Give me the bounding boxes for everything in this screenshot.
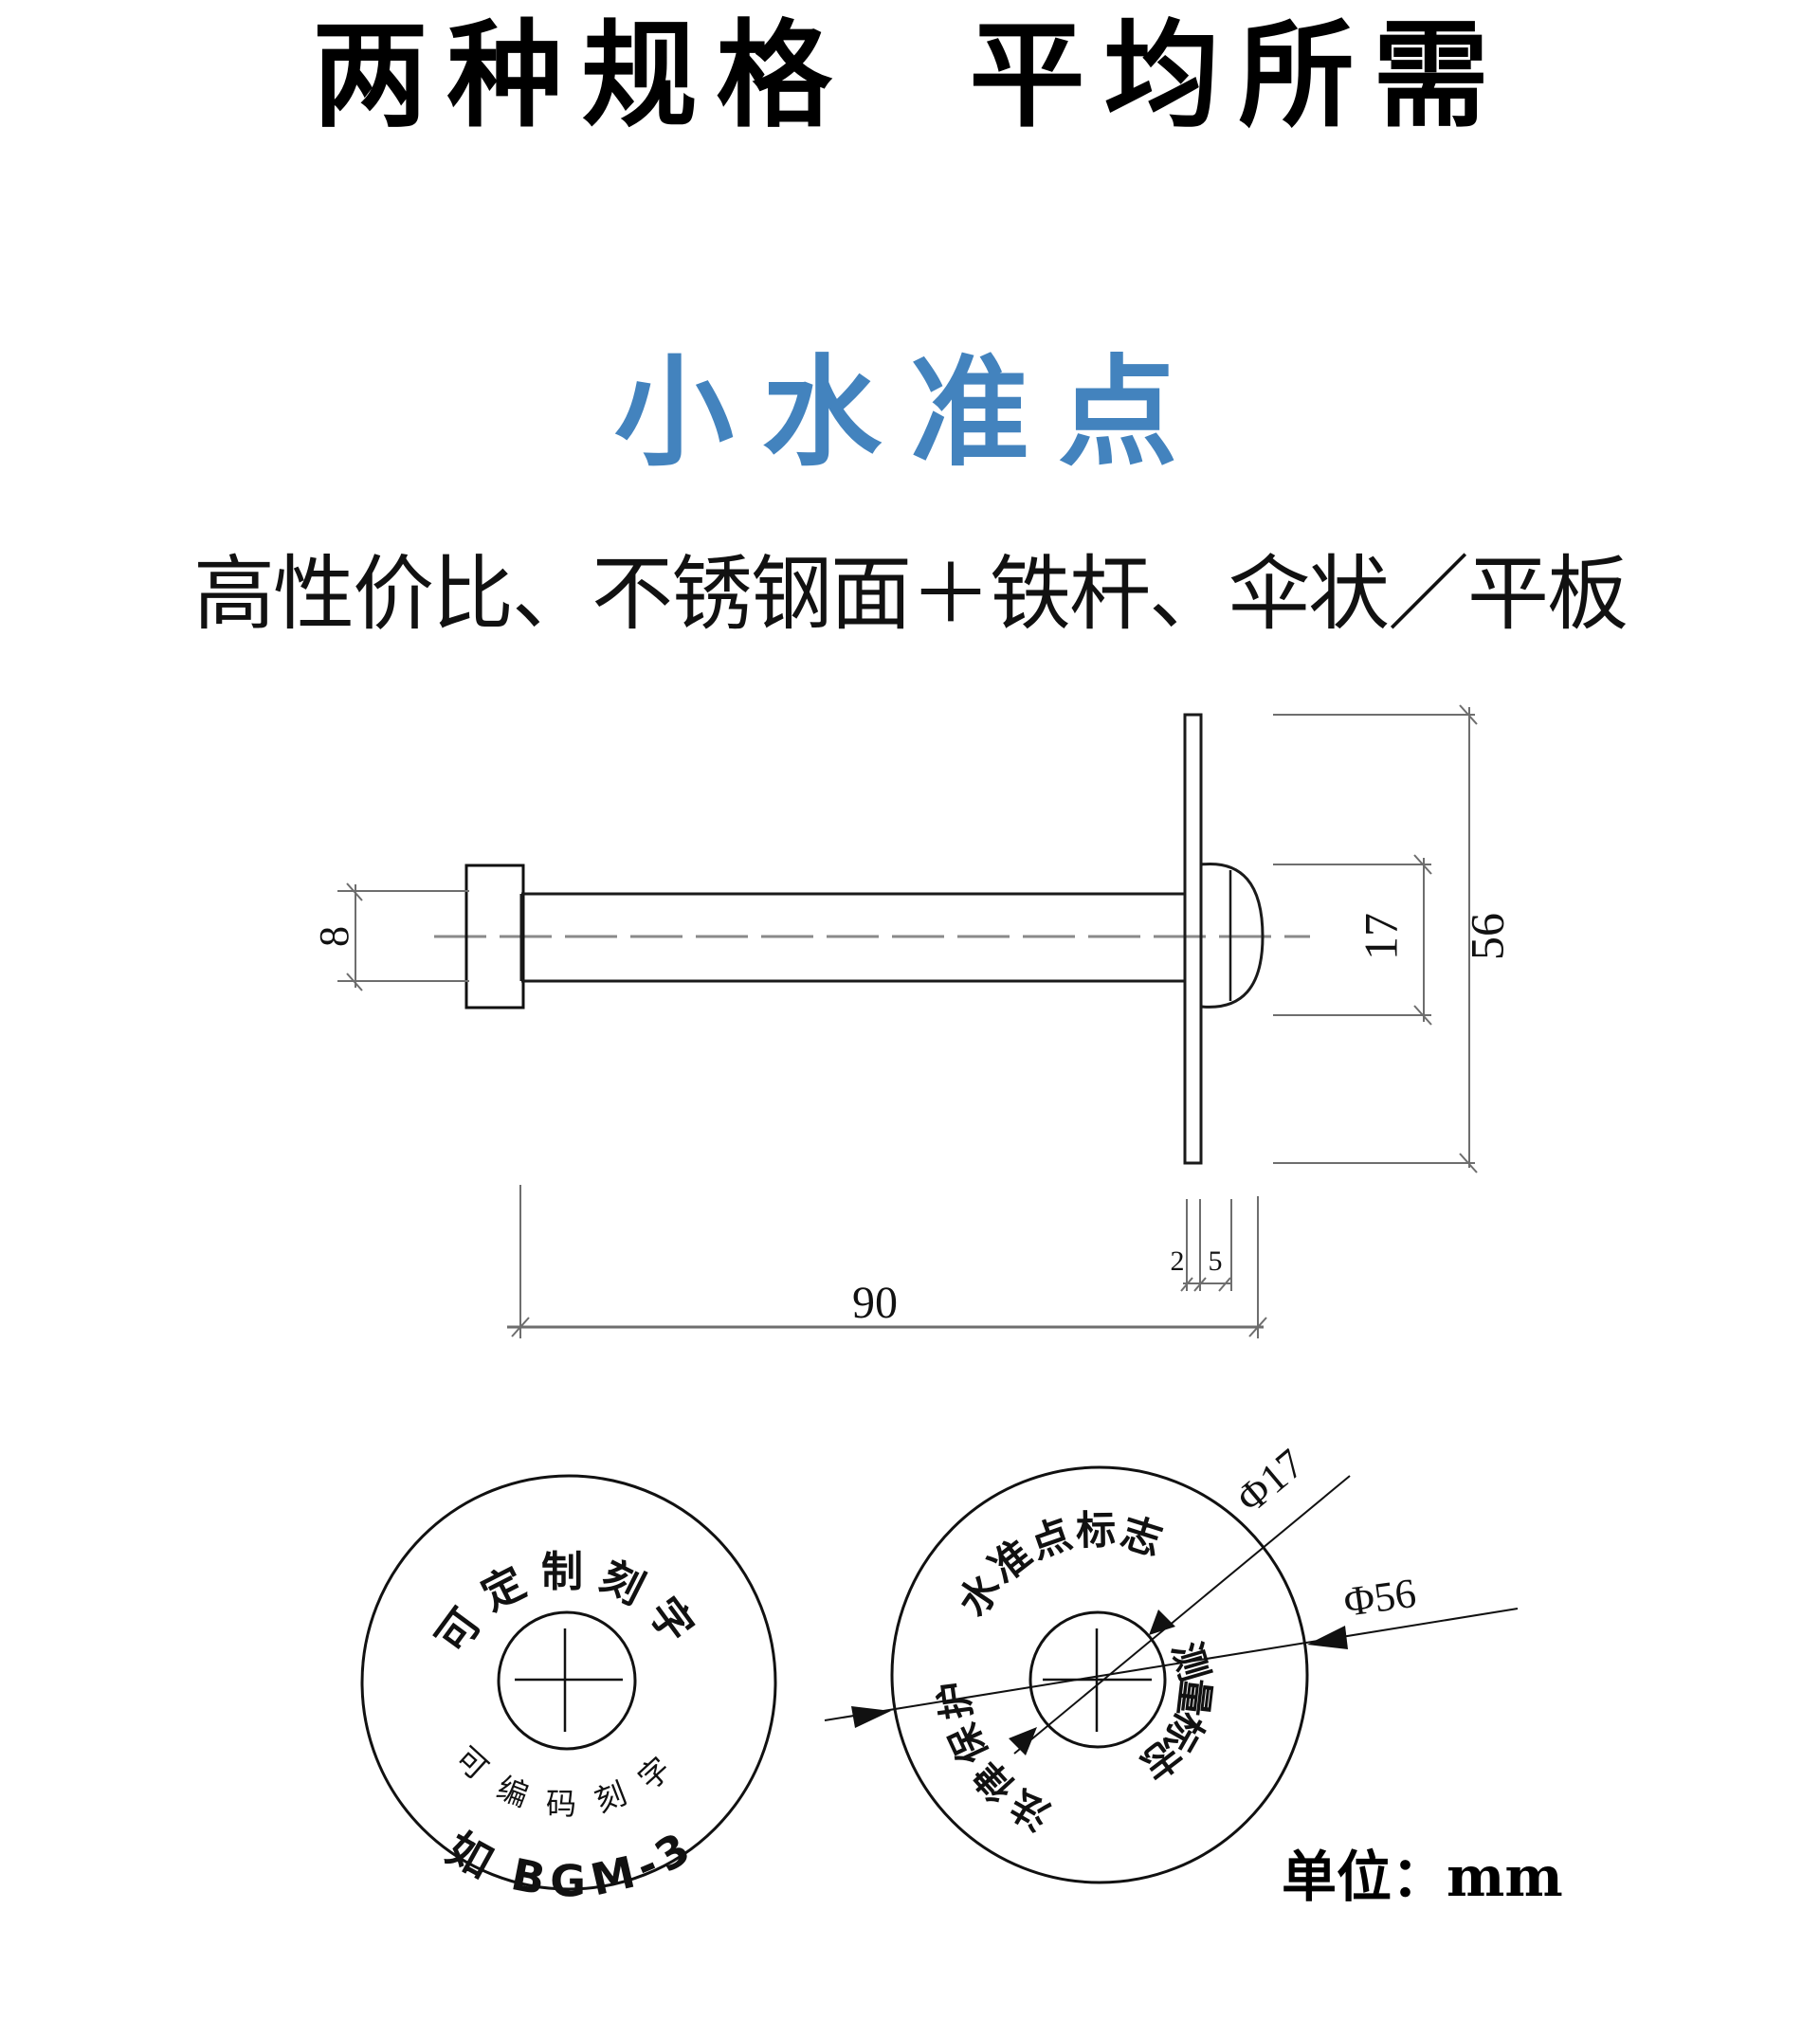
page-title: 两种规格 平均所需 <box>312 7 1508 143</box>
inner-circle <box>1028 1610 1167 1749</box>
side-view: 8 17 56 90 <box>311 704 1513 1338</box>
plate <box>1183 713 1203 1165</box>
dim-label-8: 8 <box>311 926 357 947</box>
svg-text:水准点标志: 水准点标志 <box>949 1506 1169 1624</box>
dome <box>1200 862 1265 1009</box>
right-disc-right-text: 测量标志 <box>1129 1637 1213 1789</box>
arrow-icon <box>851 1706 891 1728</box>
dim-dome-diameter <box>1273 854 1432 1026</box>
left-disc-top-text: 可定制刻字 <box>428 1548 698 1662</box>
product-name: 小水准点 <box>614 343 1206 482</box>
phi56-leader <box>824 1608 1519 1721</box>
outer-circle <box>360 1474 777 1891</box>
nut <box>464 864 525 1009</box>
right-disc-left-text: 法律保护 <box>932 1675 1054 1837</box>
dim-label-90: 90 <box>852 1278 898 1328</box>
rod <box>519 892 1185 983</box>
arrow-icon <box>1307 1626 1348 1649</box>
right-disc-top-view: Φ17 Φ56 水准点标志 测量标志 法律保护 <box>824 1440 1519 1884</box>
dim-label-5: 5 <box>1209 1246 1223 1277</box>
svg-text:可编码刻字: 可编码刻字 <box>448 1739 689 1822</box>
dim-total-length <box>507 1185 1267 1338</box>
arrow-icon <box>1009 1727 1037 1755</box>
dim-plate-dome-thickness <box>1180 1199 1232 1292</box>
dim-plate-diameter <box>1273 704 1478 1173</box>
svg-text:可定制刻字: 可定制刻字 <box>428 1548 711 1662</box>
dim-label-56: 56 <box>1460 913 1513 960</box>
arrow-icon <box>1149 1610 1175 1635</box>
phi56-label: Φ56 <box>1341 1570 1419 1626</box>
outer-circle <box>890 1465 1309 1884</box>
svg-text:如 BGM-3: 如 BGM-3 <box>438 1822 700 1906</box>
dim-label-17: 17 <box>1354 913 1407 960</box>
svg-text:法律保护: 法律保护 <box>932 1675 1058 1837</box>
left-disc-inner-text: 可编码刻字 <box>448 1739 674 1822</box>
dim-rod-diameter <box>337 882 469 991</box>
phi17-label: Φ17 <box>1228 1440 1313 1521</box>
phi17-leader <box>1013 1475 1351 1755</box>
right-disc-top-text: 水准点标志 <box>949 1506 1167 1624</box>
product-tagline: 高性价比、不锈钢面＋铁杆、伞状／平板 <box>193 547 1629 642</box>
svg-text:测量标志: 测量标志 <box>1129 1637 1217 1789</box>
left-disc-bottom-text: 如 BGM-3 <box>438 1822 698 1906</box>
left-disc-top-view: 可定制刻字 可编码刻字 如 BGM-3 <box>360 1474 777 1907</box>
dim-label-2: 2 <box>1171 1246 1185 1277</box>
inner-circle <box>497 1610 637 1751</box>
unit-label: 单位：mm <box>1282 1845 1563 1909</box>
